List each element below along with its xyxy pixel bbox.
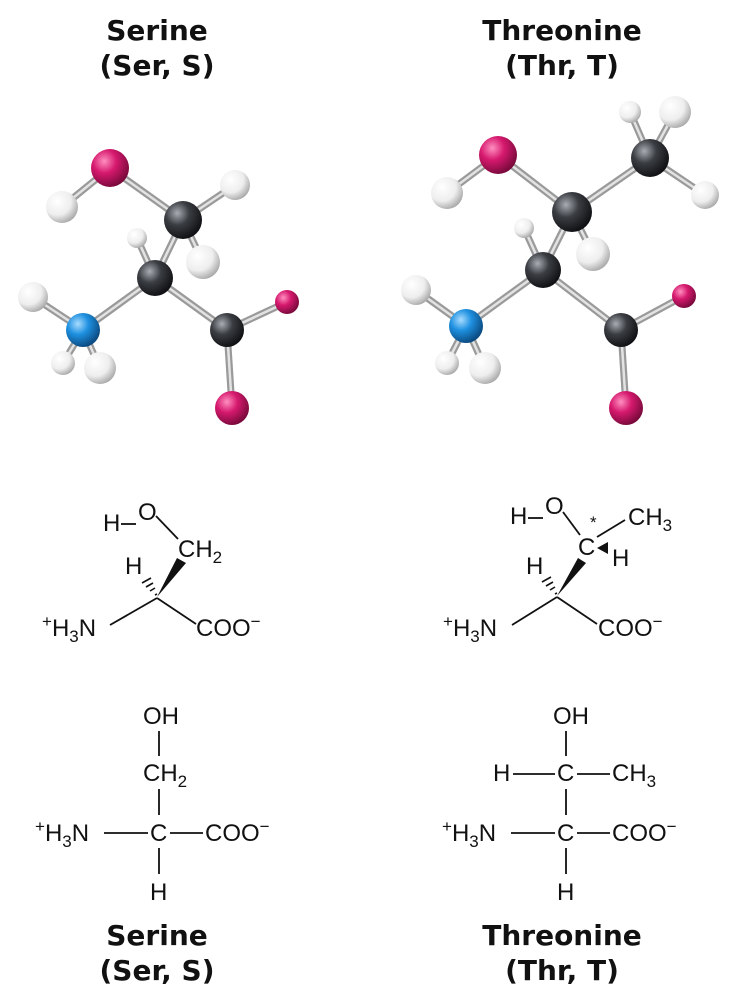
threonine-alpha-carbon-atom xyxy=(525,252,561,288)
threonine-wedge-carboxylate: COO− xyxy=(598,612,663,642)
threonine-hydrogen-atom xyxy=(619,101,641,123)
serine-abbr-top: (Ser, S) xyxy=(100,49,215,82)
serine-wedge-structure: H O CH2 H +H3N COO− xyxy=(42,499,261,646)
serine-wedge-ch2: CH2 xyxy=(178,536,222,567)
serine-wedge-h: H xyxy=(125,553,142,580)
serine-hydroxyl-hydrogen-atom xyxy=(46,191,78,223)
threonine-fischer-structure: OH H C CH3 +H3N C COO− H xyxy=(442,703,677,906)
serine-wedge-hydroxyl-h: H xyxy=(103,510,120,537)
serine-title-top: Serine xyxy=(106,14,208,47)
serine-ball-stick-model xyxy=(18,149,299,425)
threonine-wedge-amine: +H3N xyxy=(443,612,497,646)
serine-carbonyl-oxygen-atom xyxy=(275,290,299,314)
threonine-wedge-structure: H O * C CH3 H H +H3N COO− xyxy=(443,493,672,646)
threonine-fischer-ch3: CH3 xyxy=(612,760,656,791)
serine-carboxyl-carbon-atom xyxy=(210,313,244,347)
threonine-carboxyl-carbon-atom xyxy=(604,313,638,347)
serine-fischer-carboxylate: COO− xyxy=(205,817,270,847)
serine-abbr-bottom: (Ser, S) xyxy=(100,954,215,987)
serine-hydroxyl-oxygen-atom xyxy=(91,149,129,187)
serine-wedge-bond xyxy=(157,558,186,597)
threonine-carboxyl-oxygen-atom xyxy=(609,391,643,425)
serine-fischer-amine: +H3N xyxy=(35,817,89,851)
threonine-fischer-amine: +H3N xyxy=(442,817,496,851)
serine-title-bottom: Serine xyxy=(106,919,208,952)
threonine-hash-bond xyxy=(541,576,558,595)
threonine-wedge-beta-carbon: C xyxy=(578,534,595,561)
serine-fischer-h: H xyxy=(150,879,167,906)
serine-hydrogen-atom xyxy=(51,351,75,375)
serine-beta-carbon-atom xyxy=(164,201,202,239)
serine-hydrogen-atom xyxy=(220,170,250,200)
threonine-nitrogen-atom xyxy=(449,309,483,343)
threonine-beta-carbon-atom xyxy=(552,192,592,232)
threonine-wedge-bond xyxy=(557,558,586,596)
threonine-wedge-h-right: H xyxy=(612,545,629,572)
threonine-wedge-ch3: CH3 xyxy=(628,504,672,535)
threonine-hydrogen-atom xyxy=(401,275,431,305)
serine-hydrogen-atom xyxy=(18,282,48,312)
threonine-title-top: Threonine xyxy=(482,14,642,47)
serine-fischer-oh: OH xyxy=(143,703,179,730)
threonine-abbr-bottom: (Thr, T) xyxy=(505,954,619,987)
threonine-hydrogen-atom xyxy=(435,351,459,375)
serine-hydrogen-atom xyxy=(127,228,147,248)
serine-fischer-alpha-carbon: C xyxy=(150,820,167,847)
threonine-wedge-chiral-star: * xyxy=(590,513,597,532)
threonine-hydrogen-atom xyxy=(659,96,691,128)
threonine-abbr-top: (Thr, T) xyxy=(505,49,619,82)
threonine-ball-stick-model xyxy=(401,96,719,425)
threonine-carbonyl-oxygen-atom xyxy=(672,284,696,308)
threonine-hydrogen-atom xyxy=(514,218,534,238)
threonine-wedge-hydroxyl-h: H xyxy=(510,503,527,530)
threonine-fischer-h-left: H xyxy=(493,760,510,787)
threonine-fischer-h: H xyxy=(557,879,574,906)
threonine-title-bottom: Threonine xyxy=(482,919,642,952)
threonine-fischer-oh: OH xyxy=(553,703,589,730)
serine-fischer-structure: OH CH2 +H3N C COO− H xyxy=(35,703,270,906)
threonine-wedge-h: H xyxy=(526,553,543,580)
threonine-hydroxyl-hydrogen-atom xyxy=(431,177,463,209)
threonine-hydroxyl-oxygen-atom xyxy=(479,136,517,174)
serine-alpha-carbon-atom xyxy=(137,260,173,296)
threonine-beta-wedge-bond xyxy=(597,542,608,554)
serine-wedge-amine: +H3N xyxy=(42,612,96,646)
threonine-fischer-beta-carbon: C xyxy=(557,760,574,787)
threonine-hydrogen-atom xyxy=(469,352,501,384)
serine-hash-bond xyxy=(141,577,158,596)
threonine-hydrogen-atom xyxy=(576,237,610,271)
serine-nitrogen-atom xyxy=(66,313,100,347)
threonine-methyl-carbon-atom xyxy=(631,139,669,177)
threonine-fischer-carboxylate: COO− xyxy=(612,817,677,847)
serine-wedge-carboxylate: COO− xyxy=(196,612,261,642)
threonine-fischer-alpha-carbon: C xyxy=(557,820,574,847)
threonine-wedge-hydroxyl-o: O xyxy=(545,493,564,520)
serine-hydrogen-atom xyxy=(186,245,220,279)
serine-fischer-ch2: CH2 xyxy=(143,760,187,791)
serine-hydrogen-atom xyxy=(84,352,116,384)
serine-carboxyl-oxygen-atom xyxy=(215,391,249,425)
serine-wedge-hydroxyl-o: O xyxy=(138,499,157,526)
threonine-hydrogen-atom xyxy=(691,181,719,209)
